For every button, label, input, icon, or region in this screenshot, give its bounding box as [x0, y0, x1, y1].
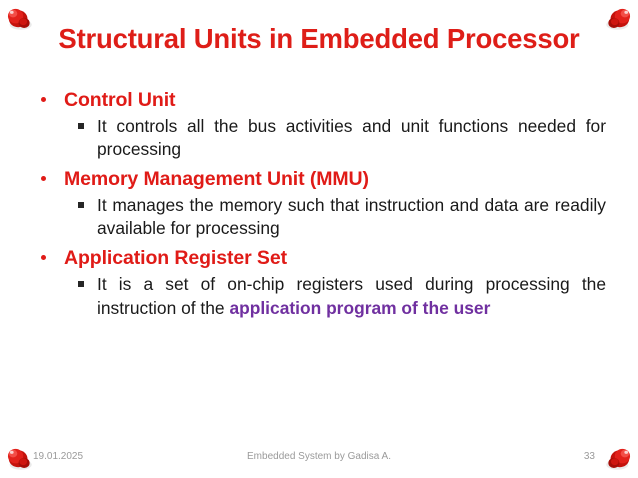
- bullet-square-icon: [78, 202, 84, 209]
- bullet-detail-application-register-set: It is a set of on-chip registers used du…: [34, 273, 606, 319]
- slide-footer: 19.01.2025 Embedded System by Gadisa A. …: [0, 449, 638, 465]
- footer-date: 19.01.2025: [33, 451, 84, 462]
- bullet-group-mmu: Memory Management Unit (MMU) It manages …: [34, 167, 606, 240]
- bullet-detail-text: It manages the memory such that instruct…: [97, 195, 606, 239]
- bullet-heading-label: Control Unit: [64, 89, 176, 111]
- bullet-detail-text: It is a set of on-chip registers used du…: [97, 274, 606, 318]
- slide-title: Structural Units in Embedded Processor: [58, 23, 580, 54]
- bullet-detail-text: It controls all the bus activities and u…: [97, 115, 606, 160]
- bullet-heading-label: Memory Management Unit (MMU): [64, 168, 369, 191]
- bullet-group-application-register-set: Application Register Set It is a set of …: [34, 246, 606, 319]
- bullet-heading-mmu: Memory Management Unit (MMU): [34, 167, 606, 192]
- bullet-dot-icon: [41, 97, 46, 102]
- bullet-heading-label: Application Register Set: [64, 247, 287, 270]
- bullet-heading-control-unit: Control Unit: [34, 88, 606, 113]
- bullet-heading-application-register-set: Application Register Set: [34, 246, 606, 271]
- bullet-dot-icon: [41, 176, 46, 182]
- bullet-dot-icon: [41, 255, 46, 261]
- bullet-square-icon: [78, 281, 84, 288]
- footer-page-number: 33: [583, 451, 595, 462]
- bullet-detail-highlight: application program of the user: [229, 297, 491, 318]
- bullet-square-icon: [78, 122, 84, 129]
- footer-title: Embedded System by Gadisa A.: [247, 451, 391, 462]
- bullet-detail-control-unit: It controls all the bus activities and u…: [34, 115, 606, 161]
- slide-body: Control Unit It controls all the bus act…: [34, 88, 606, 326]
- bullet-group-control-unit: Control Unit It controls all the bus act…: [34, 88, 606, 161]
- bullet-detail-mmu: It manages the memory such that instruct…: [34, 194, 606, 240]
